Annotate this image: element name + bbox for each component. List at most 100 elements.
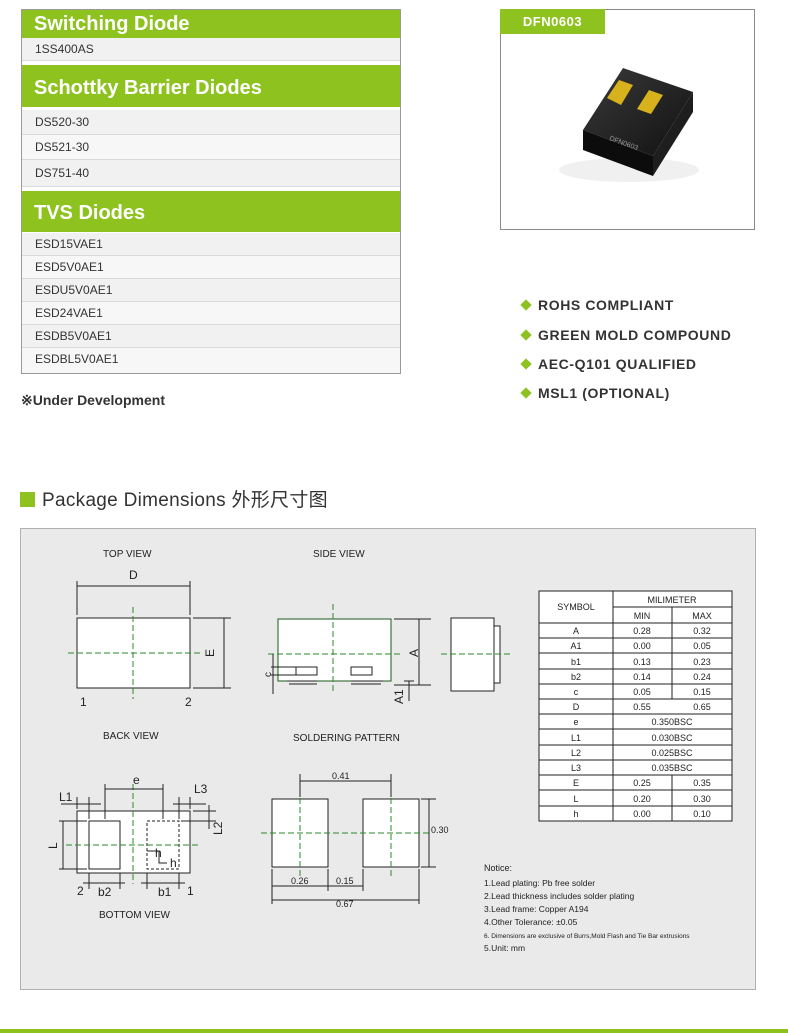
- solder-dim-width: 0.41: [332, 771, 350, 781]
- dim-L3: L3: [194, 782, 208, 796]
- table-cell: 0.25: [633, 778, 651, 788]
- dim-b2: b2: [98, 885, 112, 899]
- table-cell: L3: [571, 763, 581, 773]
- chip-image: DFN0603: [559, 68, 699, 182]
- table-cell: 0.23: [693, 657, 711, 667]
- table-cell: A1: [570, 641, 581, 651]
- diamond-bullet-icon: [520, 387, 532, 399]
- diamond-bullet-icon: [520, 329, 532, 341]
- pin-1-bottom-label: 1: [187, 884, 194, 898]
- dimension-table: SYMBOL MILIMETER MIN MAX A 0.28 0.32 A1 …: [557, 595, 712, 819]
- group-title-schottky: Schottky Barrier Diodes: [22, 65, 400, 107]
- notice-title: Notice:: [484, 863, 512, 873]
- table-header-unit: MILIMETER: [647, 595, 697, 605]
- dim-A: A: [407, 649, 421, 657]
- drawing-canvas: TOP VIEW SIDE VIEW BACK VIEW SOLDERING P…: [46, 549, 733, 953]
- dim-L2: L2: [211, 821, 225, 835]
- dim-E: E: [203, 649, 217, 657]
- dim-D: D: [129, 568, 138, 582]
- table-cell: b1: [571, 657, 581, 667]
- table-cell: 0.030BSC: [651, 733, 693, 743]
- bottom-view-label: BOTTOM VIEW: [99, 910, 170, 921]
- diamond-bullet-icon: [520, 299, 532, 311]
- dim-L: L: [46, 842, 60, 849]
- table-cell: 0.05: [693, 641, 711, 651]
- table-cell: 0.025BSC: [651, 748, 693, 758]
- feature-item: MSL1 (OPTIONAL): [520, 385, 670, 401]
- table-cell: 0.24: [693, 672, 711, 682]
- group-title-switching: Switching Diode: [22, 10, 400, 38]
- list-item[interactable]: DS521-30: [22, 135, 400, 160]
- table-cell: 0.13: [633, 657, 651, 667]
- solder-dim-gap: 0.15: [336, 876, 354, 886]
- table-cell: 0.00: [633, 641, 651, 651]
- notice-block: Notice: 1.Lead plating: Pb free solder 2…: [484, 863, 690, 953]
- table-cell: 0.65: [693, 702, 711, 712]
- pin-1-label: 1: [80, 695, 87, 709]
- list-item[interactable]: DS751-40: [22, 160, 400, 187]
- package-label: DFN0603: [500, 9, 605, 34]
- notice-line: 6. Dimensions are exclusive of Burrs,Mol…: [484, 933, 690, 940]
- list-item[interactable]: DS520-30: [22, 110, 400, 135]
- footer-line: [0, 1029, 788, 1033]
- under-development-note: ※Under Development: [21, 392, 165, 408]
- top-view-label: TOP VIEW: [103, 549, 152, 560]
- notice-line: 4.Other Tolerance: ±0.05: [484, 917, 578, 927]
- dim-c: c: [263, 672, 274, 677]
- table-cell: 0.35: [693, 778, 711, 788]
- notice-line: 3.Lead frame: Copper A194: [484, 904, 589, 914]
- pin-2-label: 2: [185, 695, 192, 709]
- table-cell: 0.05: [633, 687, 651, 697]
- list-item[interactable]: 1SS400AS: [22, 38, 400, 61]
- solder-dim-pad: 0.26: [291, 876, 309, 886]
- table-cell: h: [573, 809, 578, 819]
- list-item[interactable]: ESD24VAE1: [22, 302, 400, 325]
- table-cell: E: [573, 778, 579, 788]
- product-table: Switching Diode 1SS400AS Schottky Barrie…: [21, 9, 401, 374]
- table-cell: 0.30: [693, 794, 711, 804]
- feature-item: GREEN MOLD COMPOUND: [520, 327, 731, 343]
- diamond-bullet-icon: [520, 358, 532, 370]
- table-cell: L: [573, 794, 578, 804]
- table-header-min: MIN: [634, 611, 651, 621]
- table-cell: 0.15: [693, 687, 711, 697]
- table-cell: 0.20: [633, 794, 651, 804]
- table-cell: A: [573, 626, 579, 636]
- side-view-label: SIDE VIEW: [313, 549, 365, 560]
- back-view-label: BACK VIEW: [103, 731, 159, 742]
- table-cell: 0.00: [633, 809, 651, 819]
- dimension-drawing: TOP VIEW SIDE VIEW BACK VIEW SOLDERING P…: [20, 528, 756, 990]
- table-cell: 0.035BSC: [651, 763, 693, 773]
- list-item[interactable]: ESDBL5V0AE1: [22, 348, 400, 373]
- dim-L1: L1: [59, 790, 73, 804]
- solder-dim-height: 0.30: [431, 825, 449, 835]
- feature-item: ROHS COMPLIANT: [520, 297, 674, 313]
- table-cell: e: [573, 717, 578, 727]
- table-header-symbol: SYMBOL: [557, 602, 595, 612]
- notice-line: 1.Lead plating: Pb free solder: [484, 878, 595, 888]
- dim-A1: A1: [392, 689, 406, 704]
- pin-2-bottom-label: 2: [77, 884, 84, 898]
- square-bullet-icon: [20, 492, 35, 507]
- table-header-max: MAX: [692, 611, 712, 621]
- table-cell: D: [573, 702, 580, 712]
- section-title: Package Dimensions 外形尺寸图: [20, 485, 328, 512]
- table-cell: 0.32: [693, 626, 711, 636]
- list-item[interactable]: ESDB5V0AE1: [22, 325, 400, 348]
- table-cell: 0.14: [633, 672, 651, 682]
- table-cell: 0.350BSC: [651, 717, 693, 727]
- list-item[interactable]: ESDU5V0AE1: [22, 279, 400, 302]
- notice-line: 5.Unit: mm: [484, 943, 525, 953]
- feature-item: AEC-Q101 QUALIFIED: [520, 356, 697, 372]
- notice-line: 2.Lead thickness includes solder plating: [484, 891, 635, 901]
- group-title-tvs: TVS Diodes: [22, 191, 400, 232]
- list-item[interactable]: ESD5V0AE1: [22, 256, 400, 279]
- table-cell: 0.10: [693, 809, 711, 819]
- dim-e: e: [133, 773, 140, 787]
- dim-b1: b1: [158, 885, 172, 899]
- list-item[interactable]: ESD15VAE1: [22, 233, 400, 256]
- dim-h-vertical: h: [155, 846, 162, 860]
- dim-h-horizontal: h: [170, 856, 177, 870]
- package-photo: DFN0603: [500, 9, 755, 230]
- table-cell: b2: [571, 672, 581, 682]
